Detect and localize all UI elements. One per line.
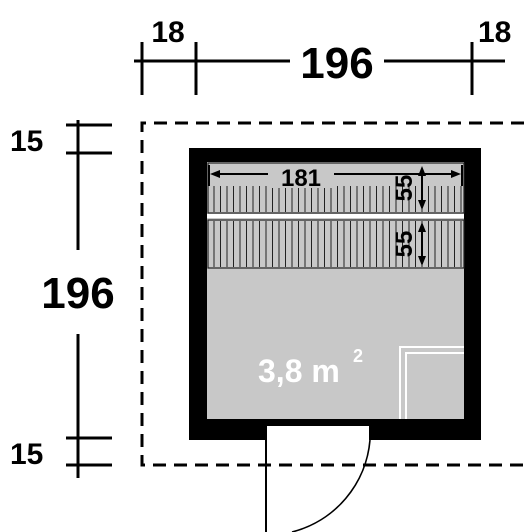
lower-bench-depth-label: 55 [391,231,418,258]
top-left-margin-label: 18 [151,16,184,49]
bench-length-label: 181 [281,165,321,192]
top-right-margin-label: 18 [478,16,511,49]
left-span-label: 196 [41,269,114,318]
floor-area-label: 3,8 m [258,353,340,389]
left-top-margin-label: 15 [10,125,43,158]
upper-bench-depth-dimension [418,166,426,210]
bench-length-label-bg [268,164,334,188]
lower-bench-slats [213,221,462,267]
door-swing-arc [291,439,371,532]
left-dimension [66,120,112,478]
bench-length-dimension [208,165,463,186]
floor-area-exponent: 2 [353,346,363,366]
left-bottom-margin-label: 15 [10,438,43,471]
top-span-label: 196 [300,39,373,88]
top-dimension [134,42,505,95]
stove [399,346,464,419]
roof-overhang-outline [140,121,524,467]
lower-bench-depth-dimension [418,222,426,266]
upper-bench-depth-label: 55 [391,175,418,202]
door-opening [266,426,370,440]
